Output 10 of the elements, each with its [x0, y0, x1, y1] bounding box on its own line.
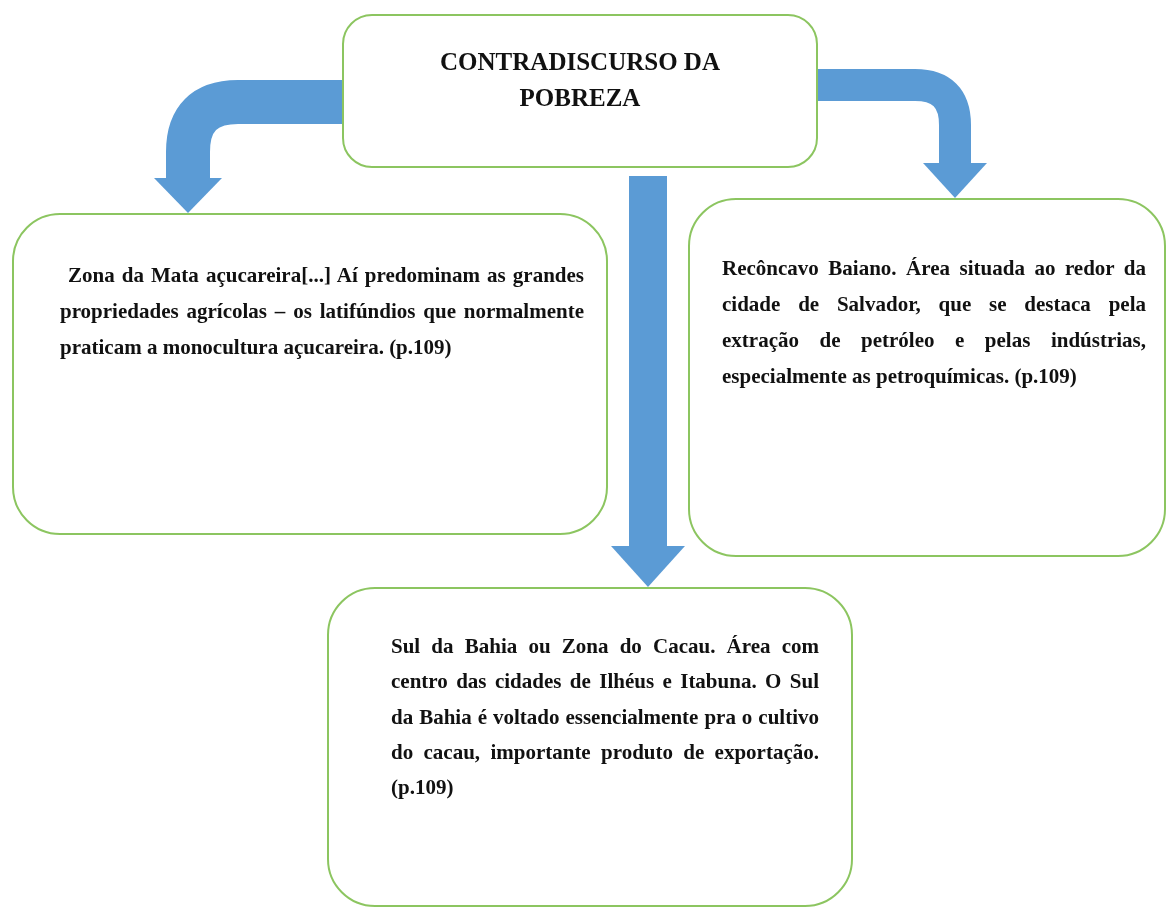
quote-text: Sul da Bahia ou Zona do Cacau. Área com centro das cidades de Ilhéus e Itabuna. O Sul da Bahia é voltado essencialmente pra o cultivo do cacau, importante produto de exportação. (p.109): [391, 633, 819, 802]
quote-text: Recôncavo Baiano. Área situada ao redor da cidade de Salvador, que se destaca pela extração de petróleo e pelas indústrias, especialmente as petroquímicas. (p.109): [722, 255, 1146, 391]
text-box: [327, 587, 853, 907]
block-arrow: [611, 176, 685, 588]
block-arrow: [818, 69, 987, 199]
text-box: [688, 198, 1166, 557]
text-box: [12, 213, 608, 535]
quote-text: Zona da Mata açucareira[...] Aí predominam as grandes propriedades agrícolas – os latifúndios que normalmente praticam a monocultura açucareira. (p.109): [60, 262, 584, 362]
title-text: CONTRADISCURSO DA POBREZA: [439, 47, 721, 114]
text-box: [342, 14, 818, 168]
